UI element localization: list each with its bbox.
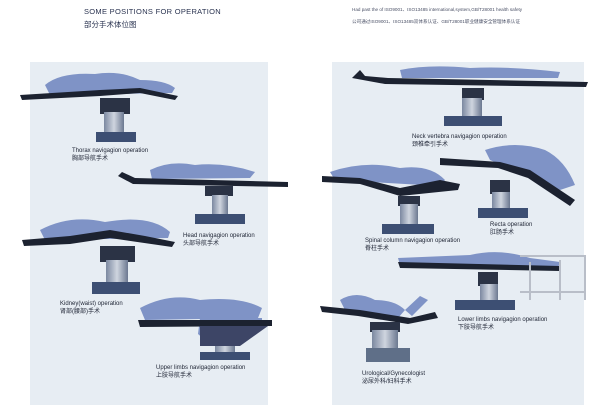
certification-text-en: Had past the of ISO9001、ISO13485 interna… [352,7,523,12]
caption-cn: 上肢导航手术 [156,373,193,379]
table-urological-illustration [320,295,438,362]
caption-cn: 泌尿外科/妇科手术 [362,379,412,385]
table-recta-illustration [440,145,575,218]
caption-cn: 头部导航手术 [183,241,220,247]
caption-en: Urological/Gynecologist [362,371,426,377]
table-lower-limbs-illustration [398,252,586,310]
table-head-illustration [118,163,288,224]
table-thorax-illustration [20,72,178,142]
caption-en: Upper limbs navigagion operation [156,365,246,371]
certification-text-cn: 公司通过ISO9001、ISO13485双体系认证、GB/T28001职业健康安… [352,19,520,24]
caption-en: Thorax navigagion operation [72,148,149,154]
caption-en: Kidney(waist) operation [60,301,123,307]
caption-en: Head navigagion operation [183,233,255,239]
table-neck-vertebra-illustration [352,66,588,126]
caption-head: Head navigagion operation 头部导航手术 [183,232,255,248]
caption-cn: 肛肠手术 [490,230,515,236]
caption-en: Spinal column navigagion operation [365,238,461,244]
caption-cn: 脊柱手术 [365,246,390,252]
caption-en: Neck vertebra navigagion operation [412,134,507,140]
caption-cn: 肾部(腰部)手术 [60,309,100,315]
caption-neck-vertebra: Neck vertebra navigagion operation 颈椎牵引手… [412,133,507,149]
caption-kidney: Kidney(waist) operation 肾部(腰部)手术 [60,300,123,316]
caption-lower-limbs: Lower limbs navigagion operation 下肢导航手术 [458,316,547,332]
caption-spinal-column: Spinal column navigagion operation 脊柱手术 [365,237,460,253]
caption-upper-limbs: Upper limbs navigagion operation 上肢导航手术 [156,364,245,380]
table-upper-limbs-illustration [138,297,272,360]
caption-urological: Urological/Gynecologist 泌尿外科/妇科手术 [362,370,425,386]
page-title: SOME POSITIONS FOR OPERATION [84,7,222,16]
caption-cn: 颈椎牵引手术 [412,142,449,148]
caption-en: Lower limbs navigagion operation [458,317,548,323]
caption-cn: 胸部导航手术 [72,156,109,162]
table-spinal-column-illustration [322,164,460,234]
caption-thorax: Thorax navigagion operation 胸部导航手术 [72,147,148,163]
caption-en: Recta operation [490,222,533,228]
caption-recta: Recta operation 肛肠手术 [490,221,532,237]
caption-cn: 下肢导航手术 [458,325,495,331]
page-subtitle: 部分手术体位图 [84,20,137,29]
table-kidney-illustration [22,219,175,294]
